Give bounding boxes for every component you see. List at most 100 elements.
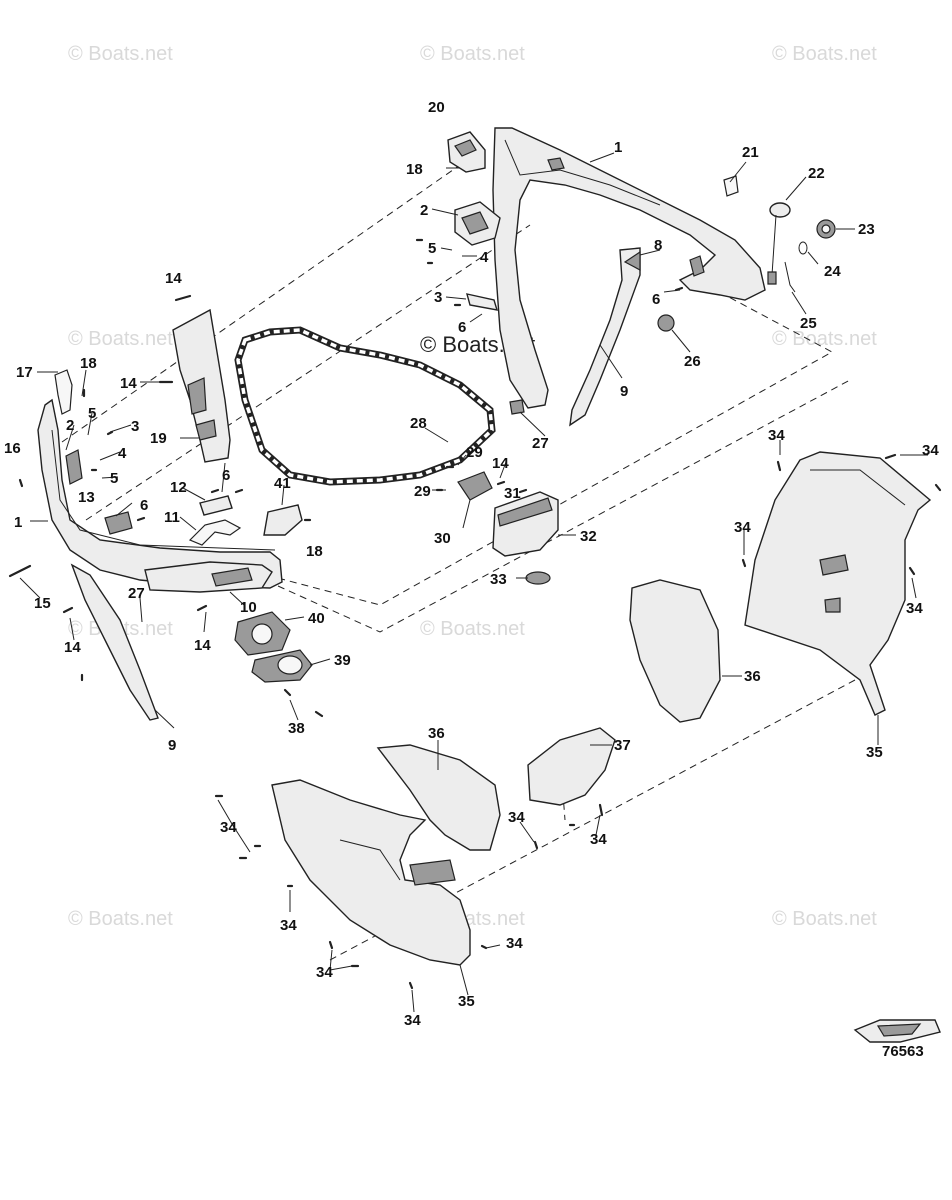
callout-14: 14 xyxy=(492,455,509,472)
watermark-text: © Boats.net xyxy=(772,328,877,350)
callout-8: 8 xyxy=(654,237,662,254)
callout-14: 14 xyxy=(64,639,81,656)
callout-15: 15 xyxy=(34,595,51,612)
callout-14: 14 xyxy=(165,270,182,287)
watermark-text: © Boats.net xyxy=(68,43,173,65)
callout-34: 34 xyxy=(220,819,237,836)
callout-2: 2 xyxy=(420,202,428,219)
callout-5: 5 xyxy=(88,405,96,422)
callout-14: 14 xyxy=(194,637,211,654)
callout-34: 34 xyxy=(508,809,525,826)
part-28-seal xyxy=(234,326,496,486)
callout-3: 3 xyxy=(434,289,442,306)
parts-11-12-13 xyxy=(188,495,242,546)
callout-27: 27 xyxy=(532,435,549,452)
parts-30-32-33 xyxy=(457,471,559,585)
callout-33: 33 xyxy=(490,571,507,588)
callout-18: 18 xyxy=(306,543,323,560)
screws xyxy=(8,238,942,990)
callout-11: 11 xyxy=(164,509,180,526)
callout-38: 38 xyxy=(288,720,305,737)
callout-1: 1 xyxy=(14,514,22,531)
callout-14: 14 xyxy=(120,375,137,392)
watermark-text: © Boats.net xyxy=(68,328,173,350)
callout-30: 30 xyxy=(434,530,451,547)
figure-number: 76563 xyxy=(882,1043,924,1060)
part-36-right-panel xyxy=(629,579,721,723)
callout-12: 12 xyxy=(170,479,187,496)
part-3-upper-bracket xyxy=(466,293,498,311)
callout-20: 20 xyxy=(428,99,445,116)
callout-6: 6 xyxy=(458,319,466,336)
callout-6: 6 xyxy=(222,467,230,484)
part-41 xyxy=(263,504,303,536)
callout-28: 28 xyxy=(410,415,427,432)
callout-4: 4 xyxy=(480,249,489,266)
callout-24: 24 xyxy=(824,263,841,280)
watermark-text: © Boats.net xyxy=(772,43,877,65)
part-19-vertical-bracket xyxy=(172,308,231,463)
part-1-upper-frame xyxy=(492,127,766,409)
part-37 xyxy=(527,727,616,806)
callout-6: 6 xyxy=(652,291,660,308)
callout-34: 34 xyxy=(734,519,751,536)
callout-1: 1 xyxy=(614,139,622,156)
part-9-left-trim xyxy=(70,563,159,721)
part-20-bracket xyxy=(447,131,486,173)
callout-3: 3 xyxy=(131,418,139,435)
callout-34: 34 xyxy=(768,427,785,444)
callout-35: 35 xyxy=(866,744,883,761)
callout-5: 5 xyxy=(110,470,118,487)
callout-16: 16 xyxy=(4,440,21,457)
callout-36: 36 xyxy=(744,668,761,685)
part-35-lower-cowl xyxy=(271,779,471,966)
small-bracket-bottom-right xyxy=(853,1019,941,1043)
callout-17: 17 xyxy=(16,364,33,381)
callout-37: 37 xyxy=(614,737,631,754)
part-36-lower-panel xyxy=(376,744,501,851)
part-9-upper-trim xyxy=(569,247,641,427)
callout-34: 34 xyxy=(590,831,607,848)
callout-10: 10 xyxy=(240,599,257,616)
callout-26: 26 xyxy=(684,353,701,370)
callout-5: 5 xyxy=(428,240,436,257)
callout-27: 27 xyxy=(128,585,145,602)
callout-36: 36 xyxy=(428,725,445,742)
callout-18: 18 xyxy=(406,161,423,178)
part-35-right-cowl xyxy=(744,451,932,716)
watermark-text: © Boats.net xyxy=(420,618,525,640)
callout-39: 39 xyxy=(334,652,351,669)
callout-31: 31 xyxy=(504,485,521,502)
part-1-left-frame xyxy=(37,369,283,593)
watermark-text: © Boats.net xyxy=(420,43,525,65)
callout-19: 19 xyxy=(150,430,167,447)
callout-29: 29 xyxy=(466,444,483,461)
watermark-text: © Boats.net xyxy=(68,908,173,930)
callout-29: 29 xyxy=(414,483,431,500)
callout-23: 23 xyxy=(858,221,875,238)
part-2-upper-latch xyxy=(454,201,501,246)
callout-labels: 1 1 2 2 3 3 4 4 5 5 5 6 6 6 6 8 9 9 10 1… xyxy=(4,99,939,1029)
callout-32: 32 xyxy=(580,528,597,545)
callout-34: 34 xyxy=(404,1012,421,1029)
callout-34: 34 xyxy=(906,600,923,617)
parts-39-40 xyxy=(234,611,313,683)
callout-9: 9 xyxy=(168,737,176,754)
parts-21-to-26 xyxy=(509,175,836,415)
watermark-text: © Boats.net xyxy=(772,908,877,930)
callout-4: 4 xyxy=(118,445,127,462)
callout-18: 18 xyxy=(80,355,97,372)
callout-35: 35 xyxy=(458,993,475,1010)
leader-lines xyxy=(19,152,928,1013)
callout-6: 6 xyxy=(140,497,148,514)
callout-21: 21 xyxy=(742,144,759,161)
callout-25: 25 xyxy=(800,315,817,332)
callout-40: 40 xyxy=(308,610,325,627)
callout-13: 13 xyxy=(78,489,95,506)
callout-9: 9 xyxy=(620,383,628,400)
callout-2: 2 xyxy=(66,417,74,434)
callout-34: 34 xyxy=(506,935,523,952)
callout-34: 34 xyxy=(922,442,939,459)
callout-34: 34 xyxy=(316,964,333,981)
